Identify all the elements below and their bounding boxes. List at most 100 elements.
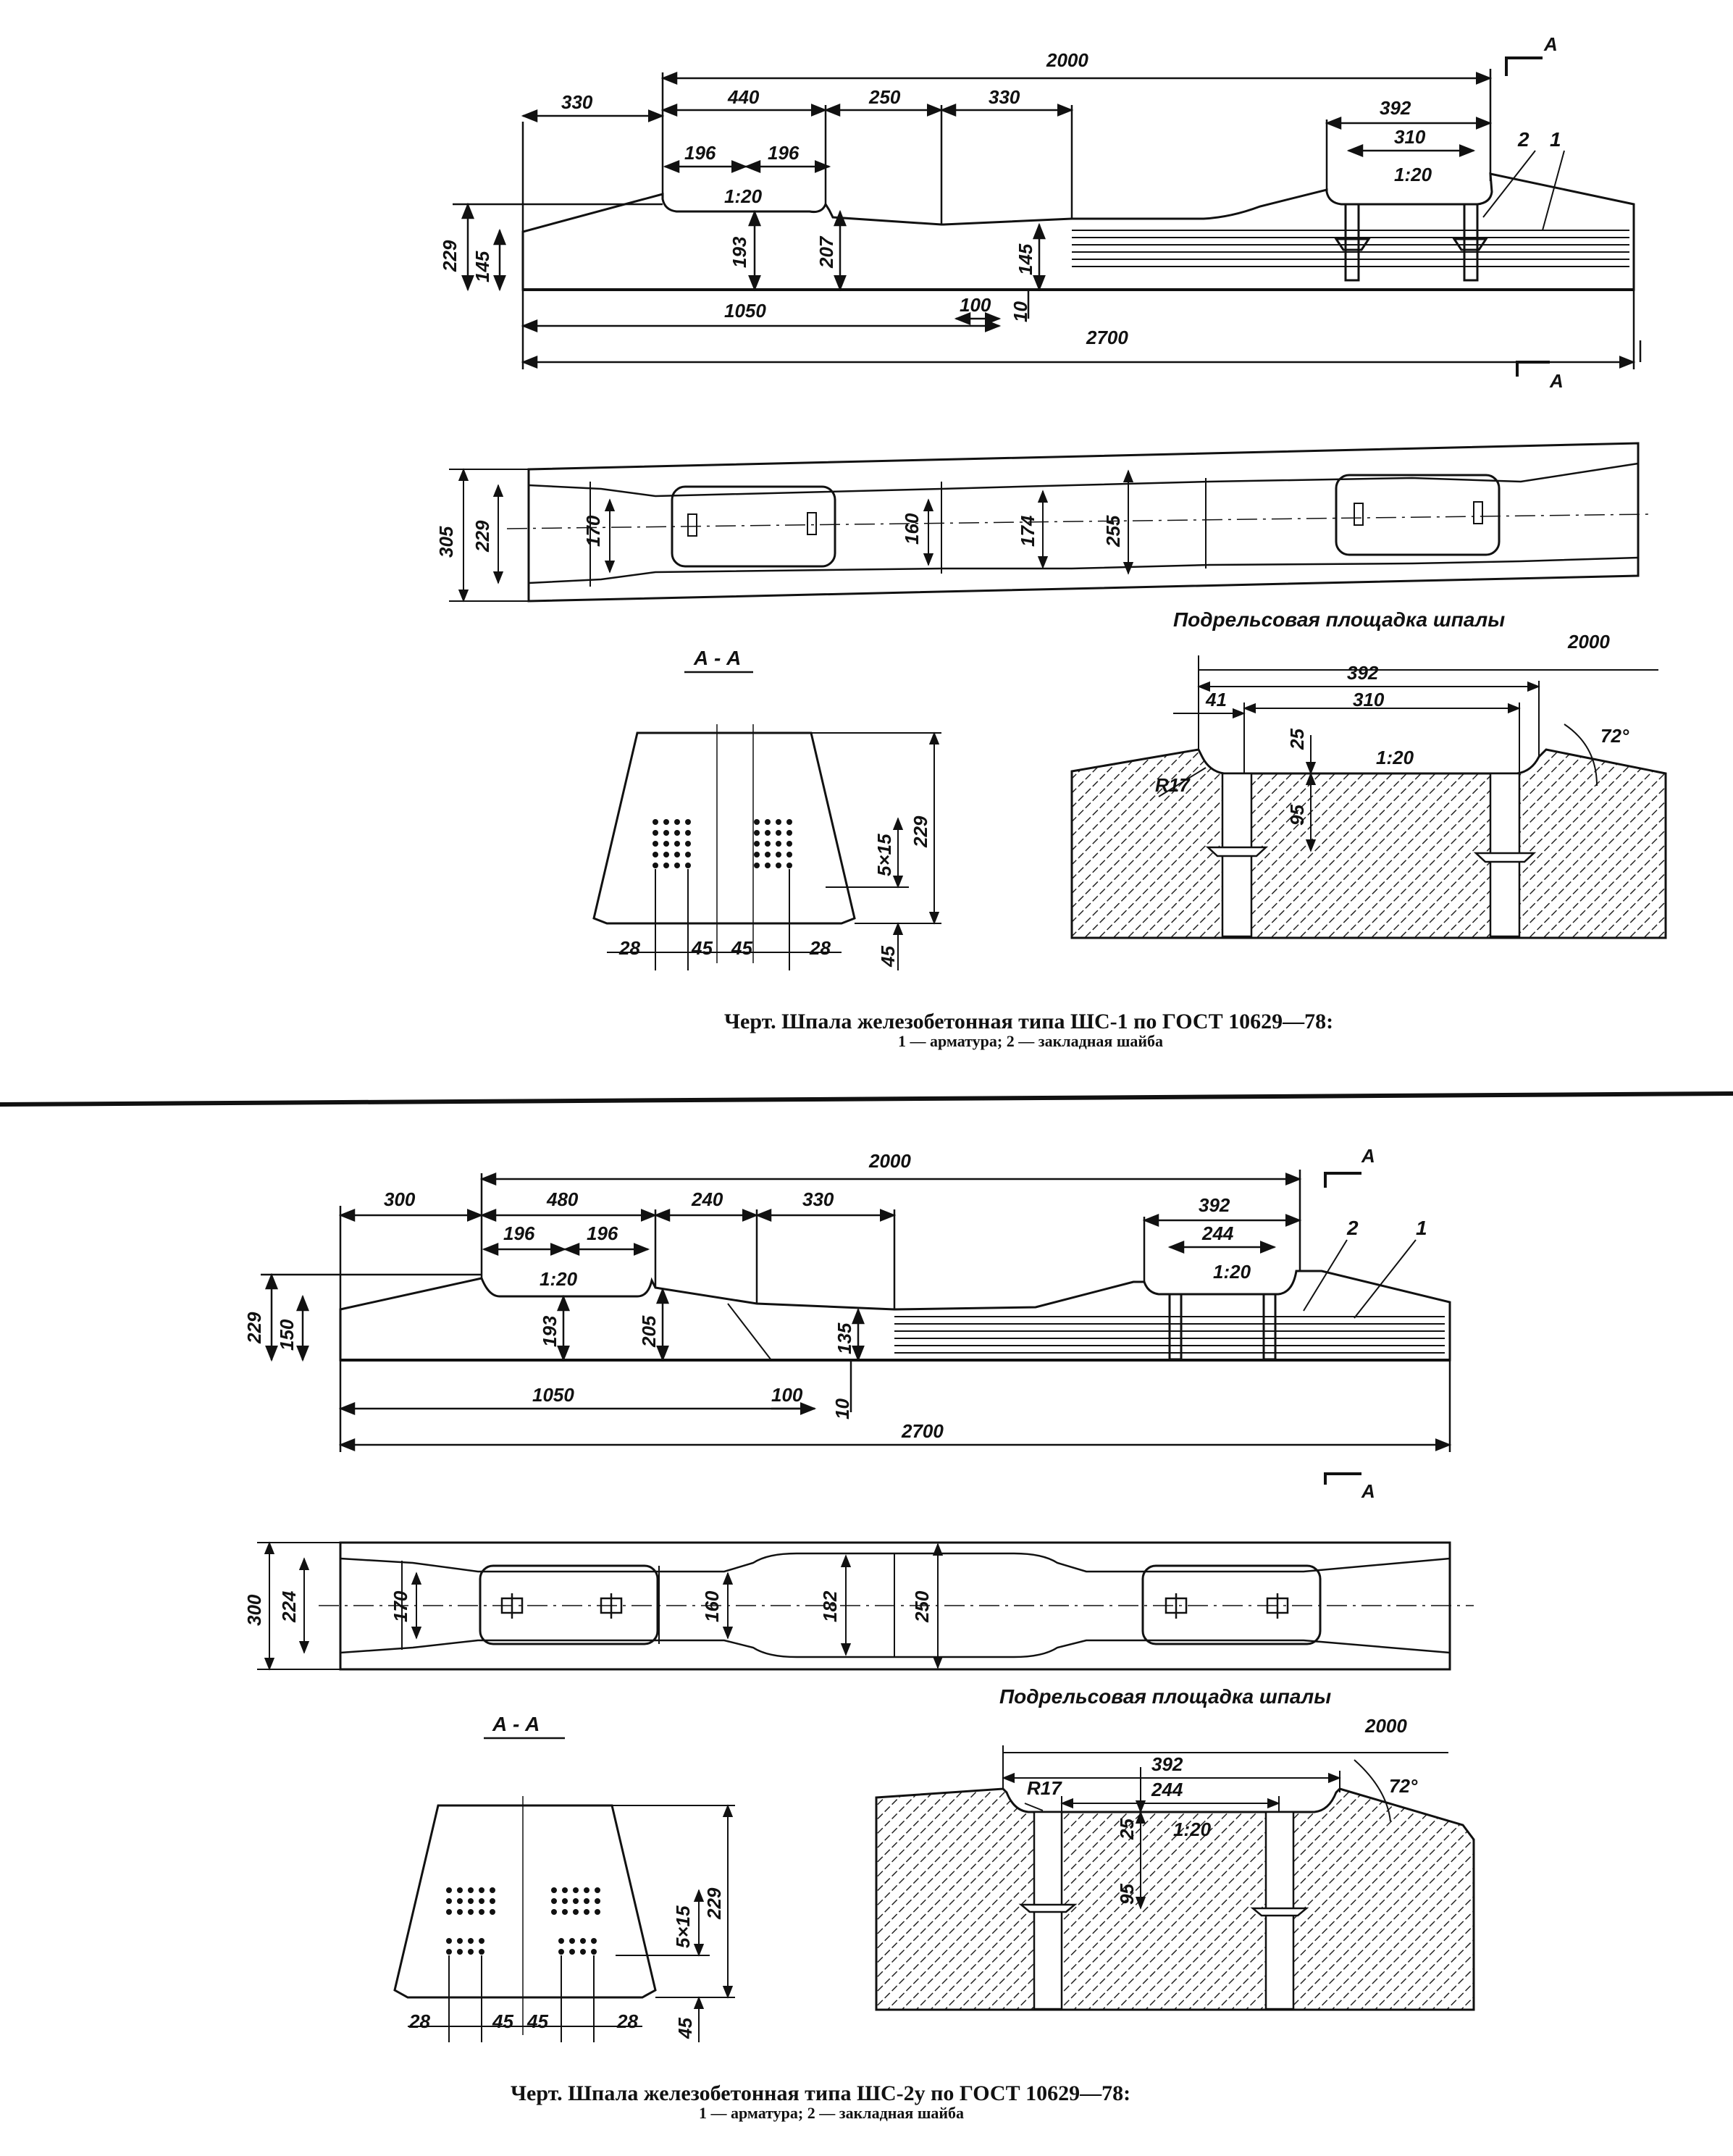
sleeper-elevation-outline-2	[339, 1270, 1451, 1362]
cross-section-outline	[592, 731, 856, 925]
cross-section-outline-2	[393, 1804, 657, 1999]
detail-slope: 1:20	[1376, 747, 1414, 768]
rebar-dots	[653, 819, 792, 868]
detail2-dim-392: 392	[1151, 1753, 1183, 1775]
detail-dim-392: 392	[1347, 662, 1379, 684]
slope-line	[727, 1303, 772, 1361]
plan-dim-305: 305	[435, 526, 457, 558]
cross-section-1: 229 5×15 28 45 45 28 45	[592, 724, 941, 970]
dim2-196b: 196	[587, 1222, 618, 1244]
callout-1b: 1	[1416, 1217, 1427, 1239]
plan2-dim-250: 250	[911, 1590, 933, 1623]
dim-100: 100	[960, 294, 991, 316]
dim2-2700: 2700	[901, 1420, 944, 1442]
dim-440: 440	[727, 86, 760, 108]
dim2-392: 392	[1199, 1194, 1230, 1216]
dim-145: 145	[471, 251, 493, 282]
detail-dim-95: 95	[1286, 805, 1308, 826]
subrail-detail-2: 2000 392 R17 244 25 1:20 95 72°	[875, 1715, 1475, 2011]
dim2-1050: 1050	[532, 1384, 574, 1406]
slope2-left: 1:20	[540, 1268, 578, 1290]
rail-pad-right-2	[1141, 1564, 1322, 1645]
slope2-right: 1:20	[1213, 1261, 1251, 1283]
embedded-washers-2	[1168, 1293, 1277, 1361]
dim2-480: 480	[546, 1188, 579, 1210]
dim-330: 330	[561, 91, 593, 113]
detail-dim-2000: 2000	[1567, 631, 1610, 653]
dim-2000: 2000	[1046, 49, 1088, 71]
drawing-2: A A 2 1 2000 300 480 240 330 392 244 196…	[243, 1145, 1475, 2122]
xs-dim-45b: 45	[731, 937, 752, 959]
detail2-angle: 72°	[1389, 1775, 1418, 1797]
xs-dim-229: 229	[910, 815, 931, 848]
dim2-330: 330	[802, 1188, 834, 1210]
dim2-240: 240	[691, 1188, 723, 1210]
detail2-dim-95: 95	[1116, 1884, 1138, 1905]
caption-1-line-1: Черт. Шпала железобетонная типа ШС-1 по …	[724, 1010, 1333, 1033]
xs2-dim-45c: 45	[674, 2018, 696, 2039]
callout-2b: 2	[1346, 1217, 1359, 1239]
dim-310: 310	[1394, 126, 1426, 148]
dim-193: 193	[729, 236, 750, 268]
plan-dim-160: 160	[901, 513, 923, 545]
xs-dim-45c: 45	[877, 946, 899, 968]
xs-dim-45a: 45	[691, 937, 713, 959]
plan2-dim-160: 160	[701, 1590, 723, 1622]
section-title-1: А - А	[693, 647, 741, 669]
dim-196a: 196	[684, 142, 716, 164]
section-title-2: А - А	[492, 1713, 540, 1735]
plan-dim-170: 170	[582, 515, 604, 547]
dim-392: 392	[1380, 97, 1411, 119]
xs2-dim-45a: 45	[492, 2010, 513, 2032]
dim2-100: 100	[771, 1384, 803, 1406]
dim2-229: 229	[243, 1312, 265, 1344]
subrail-title-2: Подрельсовая площадка шпалы	[999, 1685, 1331, 1708]
dim2-300: 300	[384, 1188, 416, 1210]
rail-pad-right	[1335, 474, 1501, 556]
elevation-view-1: A A 2 1 2000 330 440 250 330 392 310 196…	[439, 33, 1642, 392]
bolt-hole	[687, 513, 697, 537]
rail-pad-left-2	[479, 1564, 659, 1645]
dim-2700: 2700	[1086, 327, 1128, 348]
plan-view-2: 300 224 170 160 182 250	[243, 1541, 1474, 1671]
detail2-r17: R17	[1027, 1777, 1062, 1799]
dim2-150: 150	[276, 1319, 298, 1351]
slope-left: 1:20	[724, 185, 763, 207]
detail-dim-310: 310	[1353, 689, 1385, 710]
dim2-10: 10	[831, 1398, 853, 1419]
plan-outline	[527, 442, 1640, 603]
dim2-193: 193	[539, 1315, 561, 1347]
leader-1	[1542, 150, 1565, 231]
xs-dim-28b: 28	[809, 937, 831, 959]
plan2-dim-182: 182	[819, 1590, 841, 1622]
dim-1050: 1050	[724, 300, 766, 322]
plan-dim-255: 255	[1102, 515, 1124, 548]
elevation-view-2: A A 2 1 2000 300 480 240 330 392 244 196…	[243, 1145, 1452, 1502]
xs2-dim-28a: 28	[408, 2010, 430, 2032]
detail2-dim-244: 244	[1151, 1779, 1183, 1800]
section-letter-bottom: A	[1549, 370, 1564, 392]
center-line	[506, 513, 1652, 529]
bolt-hole	[1354, 503, 1364, 526]
detail2-dim-2000: 2000	[1364, 1715, 1407, 1737]
slope-right: 1:20	[1394, 164, 1432, 185]
caption-2-line-1: Черт. Шпала железобетонная типа ШС-2у по…	[511, 2081, 1130, 2105]
dim-145b: 145	[1015, 243, 1036, 275]
caption-2-line-2: 1 — арматура; 2 — закладная шайба	[699, 2104, 964, 2122]
section-mark-a-top	[1505, 56, 1550, 377]
plan2-dim-300: 300	[243, 1594, 265, 1626]
bolt-hole	[807, 512, 817, 535]
detail-r17: R17	[1155, 774, 1191, 796]
sheet-separator	[0, 1091, 1733, 1107]
plan-dim-229: 229	[471, 520, 493, 553]
section-letter-top-2: A	[1361, 1145, 1375, 1167]
dim2-2000: 2000	[868, 1150, 911, 1172]
sleeper-elevation-outline	[521, 172, 1635, 291]
subrail-detail-1: 2000 392 41 310 25 1:20 R17 95 72°	[1070, 631, 1667, 939]
caption-1-line-2: 1 — арматура; 2 — закладная шайба	[898, 1032, 1163, 1050]
elevation-labels-1: 2000 330 440 250 330 392 310 196 196 1:2…	[439, 49, 1432, 348]
section-letter-bottom-2: A	[1361, 1480, 1375, 1502]
dim2-135: 135	[834, 1322, 855, 1354]
dim2-205: 205	[638, 1315, 660, 1348]
xs2-dim-45b: 45	[526, 2010, 548, 2032]
